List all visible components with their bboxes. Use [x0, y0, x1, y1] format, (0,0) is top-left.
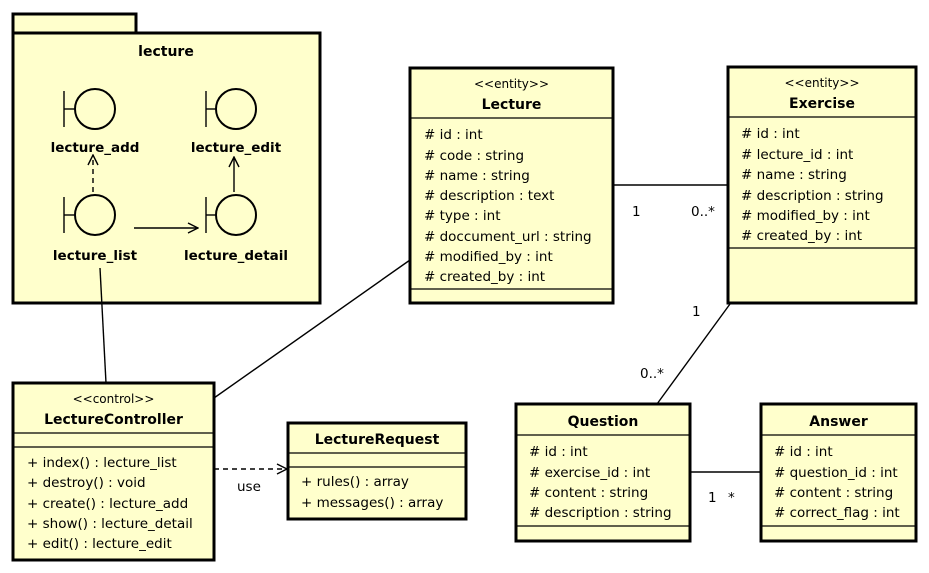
stereotype: <<control>> — [73, 392, 155, 406]
boundary-icon — [205, 194, 257, 236]
boundary-lecture-list[interactable]: lecture_list — [53, 194, 138, 264]
attribute-list: # id : int # lecture_id : int # name : s… — [741, 126, 884, 244]
boundary-label: lecture_list — [53, 248, 138, 264]
boundary-label: lecture_detail — [184, 248, 288, 264]
mult-question-end: 0..* — [640, 366, 664, 382]
method-list: + rules() : array + messages() : array — [301, 474, 443, 511]
attribute: # description : string — [529, 505, 672, 521]
attribute: # modified_by : int — [741, 208, 870, 224]
package-name: lecture — [138, 44, 194, 60]
boundary-icon — [205, 88, 257, 130]
mult-exercise-side: 0..* — [691, 204, 715, 220]
method: + messages() : array — [301, 495, 443, 511]
class-box — [514, 402, 692, 543]
dependency-label-use: use — [237, 479, 261, 495]
attribute: # description : string — [741, 188, 884, 204]
attribute: # name : string — [424, 168, 530, 184]
method: + destroy() : void — [27, 475, 146, 491]
association-exercise-question — [656, 303, 731, 405]
class-question[interactable]: Question # id : int # exercise_id : int … — [514, 402, 692, 543]
mult-lecture-side: 1 — [632, 204, 641, 220]
package-lecture[interactable]: lecture — [11, 12, 322, 305]
package-body — [11, 31, 322, 305]
boundary-icon — [63, 88, 116, 130]
boundary-icon — [63, 194, 116, 236]
stereotype: <<entity>> — [784, 76, 859, 90]
class-name: Exercise — [789, 96, 855, 112]
mult-exercise-end: 1 — [692, 304, 701, 320]
connector-list-controller — [99, 267, 107, 384]
attribute: # content : string — [774, 485, 893, 501]
mult-question-side: 1 — [708, 490, 717, 506]
boundary-lecture-add[interactable]: lecture_add — [51, 88, 140, 156]
attribute: # question_id : int — [774, 465, 898, 481]
boundary-lecture-edit[interactable]: lecture_edit — [191, 88, 282, 156]
attribute: # exercise_id : int — [529, 465, 650, 481]
attribute: # id : int — [774, 444, 833, 460]
class-box — [408, 66, 615, 305]
method: + create() : lecture_add — [27, 496, 188, 512]
attribute: # created_by : int — [424, 269, 545, 285]
class-name: LectureRequest — [315, 432, 440, 448]
attribute: # created_by : int — [741, 228, 862, 244]
class-name: LectureController — [44, 412, 183, 428]
class-lecture-request[interactable]: LectureRequest + rules() : array + messa… — [286, 421, 468, 521]
class-lecture[interactable]: <<entity>> Lecture # id : int # code : s… — [408, 66, 615, 305]
class-box — [726, 65, 918, 305]
method-list: + index() : lecture_list + destroy() : v… — [27, 455, 193, 552]
attribute-list: # id : int # exercise_id : int # content… — [529, 444, 672, 521]
attribute: # content : string — [529, 485, 648, 501]
attribute: # modified_by : int — [424, 249, 553, 265]
attribute: # name : string — [741, 167, 847, 183]
attribute-list: # id : int # question_id : int # content… — [774, 444, 900, 521]
class-name: Answer — [809, 414, 868, 430]
attribute: # code : string — [424, 148, 524, 164]
class-name: Lecture — [482, 97, 542, 113]
boundary-label: lecture_edit — [191, 140, 282, 156]
class-exercise[interactable]: <<entity>> Exercise # id : int # lecture… — [726, 65, 918, 305]
attribute: # lecture_id : int — [741, 147, 853, 163]
attribute: # description : text — [424, 188, 554, 204]
mult-answer-side: * — [728, 490, 735, 506]
method: + rules() : array — [301, 474, 409, 490]
package-tab — [11, 12, 138, 35]
class-lecture-controller[interactable]: <<control>> LectureController + index() … — [11, 381, 216, 562]
method: + edit() : lecture_edit — [27, 536, 172, 552]
attribute: # correct_flag : int — [774, 505, 900, 521]
attribute: # id : int — [529, 444, 588, 460]
attribute: # id : int — [741, 126, 800, 142]
attribute: # id : int — [424, 127, 483, 143]
method: + show() : lecture_detail — [27, 516, 193, 532]
stereotype: <<entity>> — [474, 77, 549, 91]
method: + index() : lecture_list — [27, 455, 177, 471]
attribute: # type : int — [424, 208, 501, 224]
class-box — [286, 421, 468, 521]
connector-controller-lecture — [213, 259, 411, 399]
attribute: # doccument_url : string — [424, 229, 592, 245]
class-box — [759, 402, 918, 543]
class-name: Question — [568, 414, 639, 430]
boundary-lecture-detail[interactable]: lecture_detail — [184, 194, 288, 264]
class-answer[interactable]: Answer # id : int # question_id : int # … — [759, 402, 918, 543]
class-box — [11, 381, 216, 562]
boundary-label: lecture_add — [51, 140, 140, 156]
attribute-list: # id : int # code : string # name : stri… — [424, 127, 592, 285]
